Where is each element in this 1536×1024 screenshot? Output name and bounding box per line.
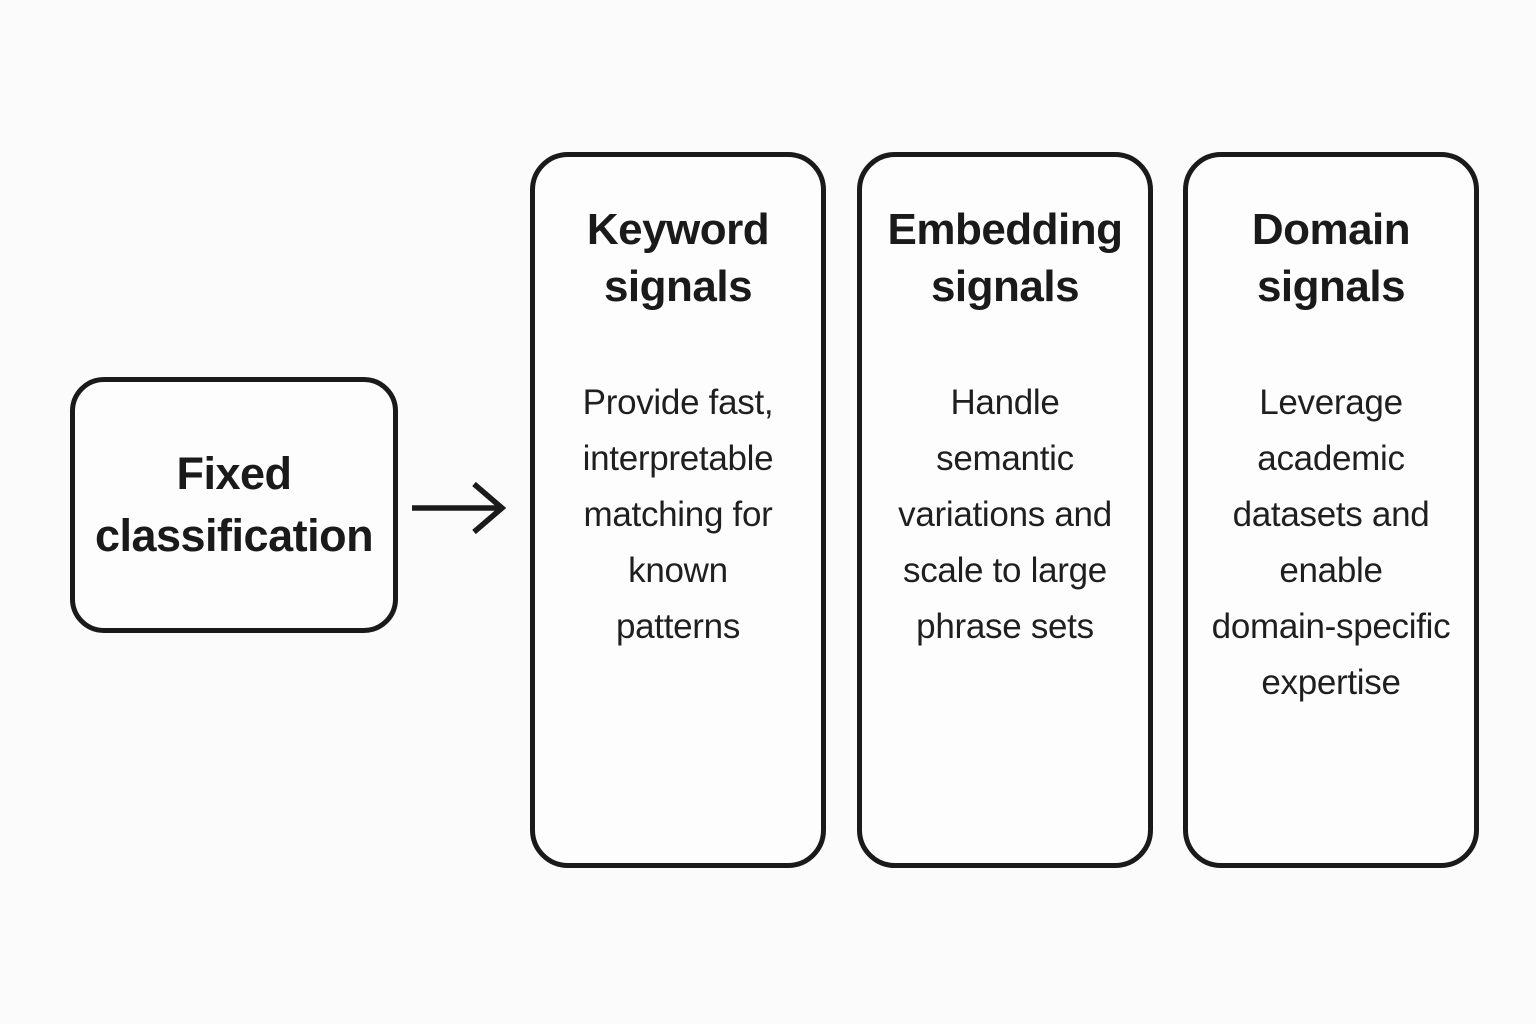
card-embedding-signals-title: Embedding signals [887,205,1123,312]
card-domain-signals: Domain signals Leverage academic dataset… [1183,152,1479,868]
card-keyword-signals-title: Keyword signals [586,205,770,312]
card-keyword-signals-description: Provide fast, interpretable matching for… [582,383,774,647]
card-embedding-signals-description: Handle semantic variations and scale to … [898,383,1112,647]
card-keyword-signals: Keyword signals Provide fast, interpreta… [530,152,826,868]
fixed-classification-label: Fixed classification [94,447,374,561]
card-domain-signals-title: Domain signals [1251,205,1411,312]
card-domain-signals-description: Leverage academic datasets and enable do… [1211,383,1451,703]
card-embedding-signals: Embedding signals Handle semantic variat… [857,152,1153,868]
fixed-classification-node: Fixed classification [70,377,398,633]
right-arrow-icon [412,481,507,535]
